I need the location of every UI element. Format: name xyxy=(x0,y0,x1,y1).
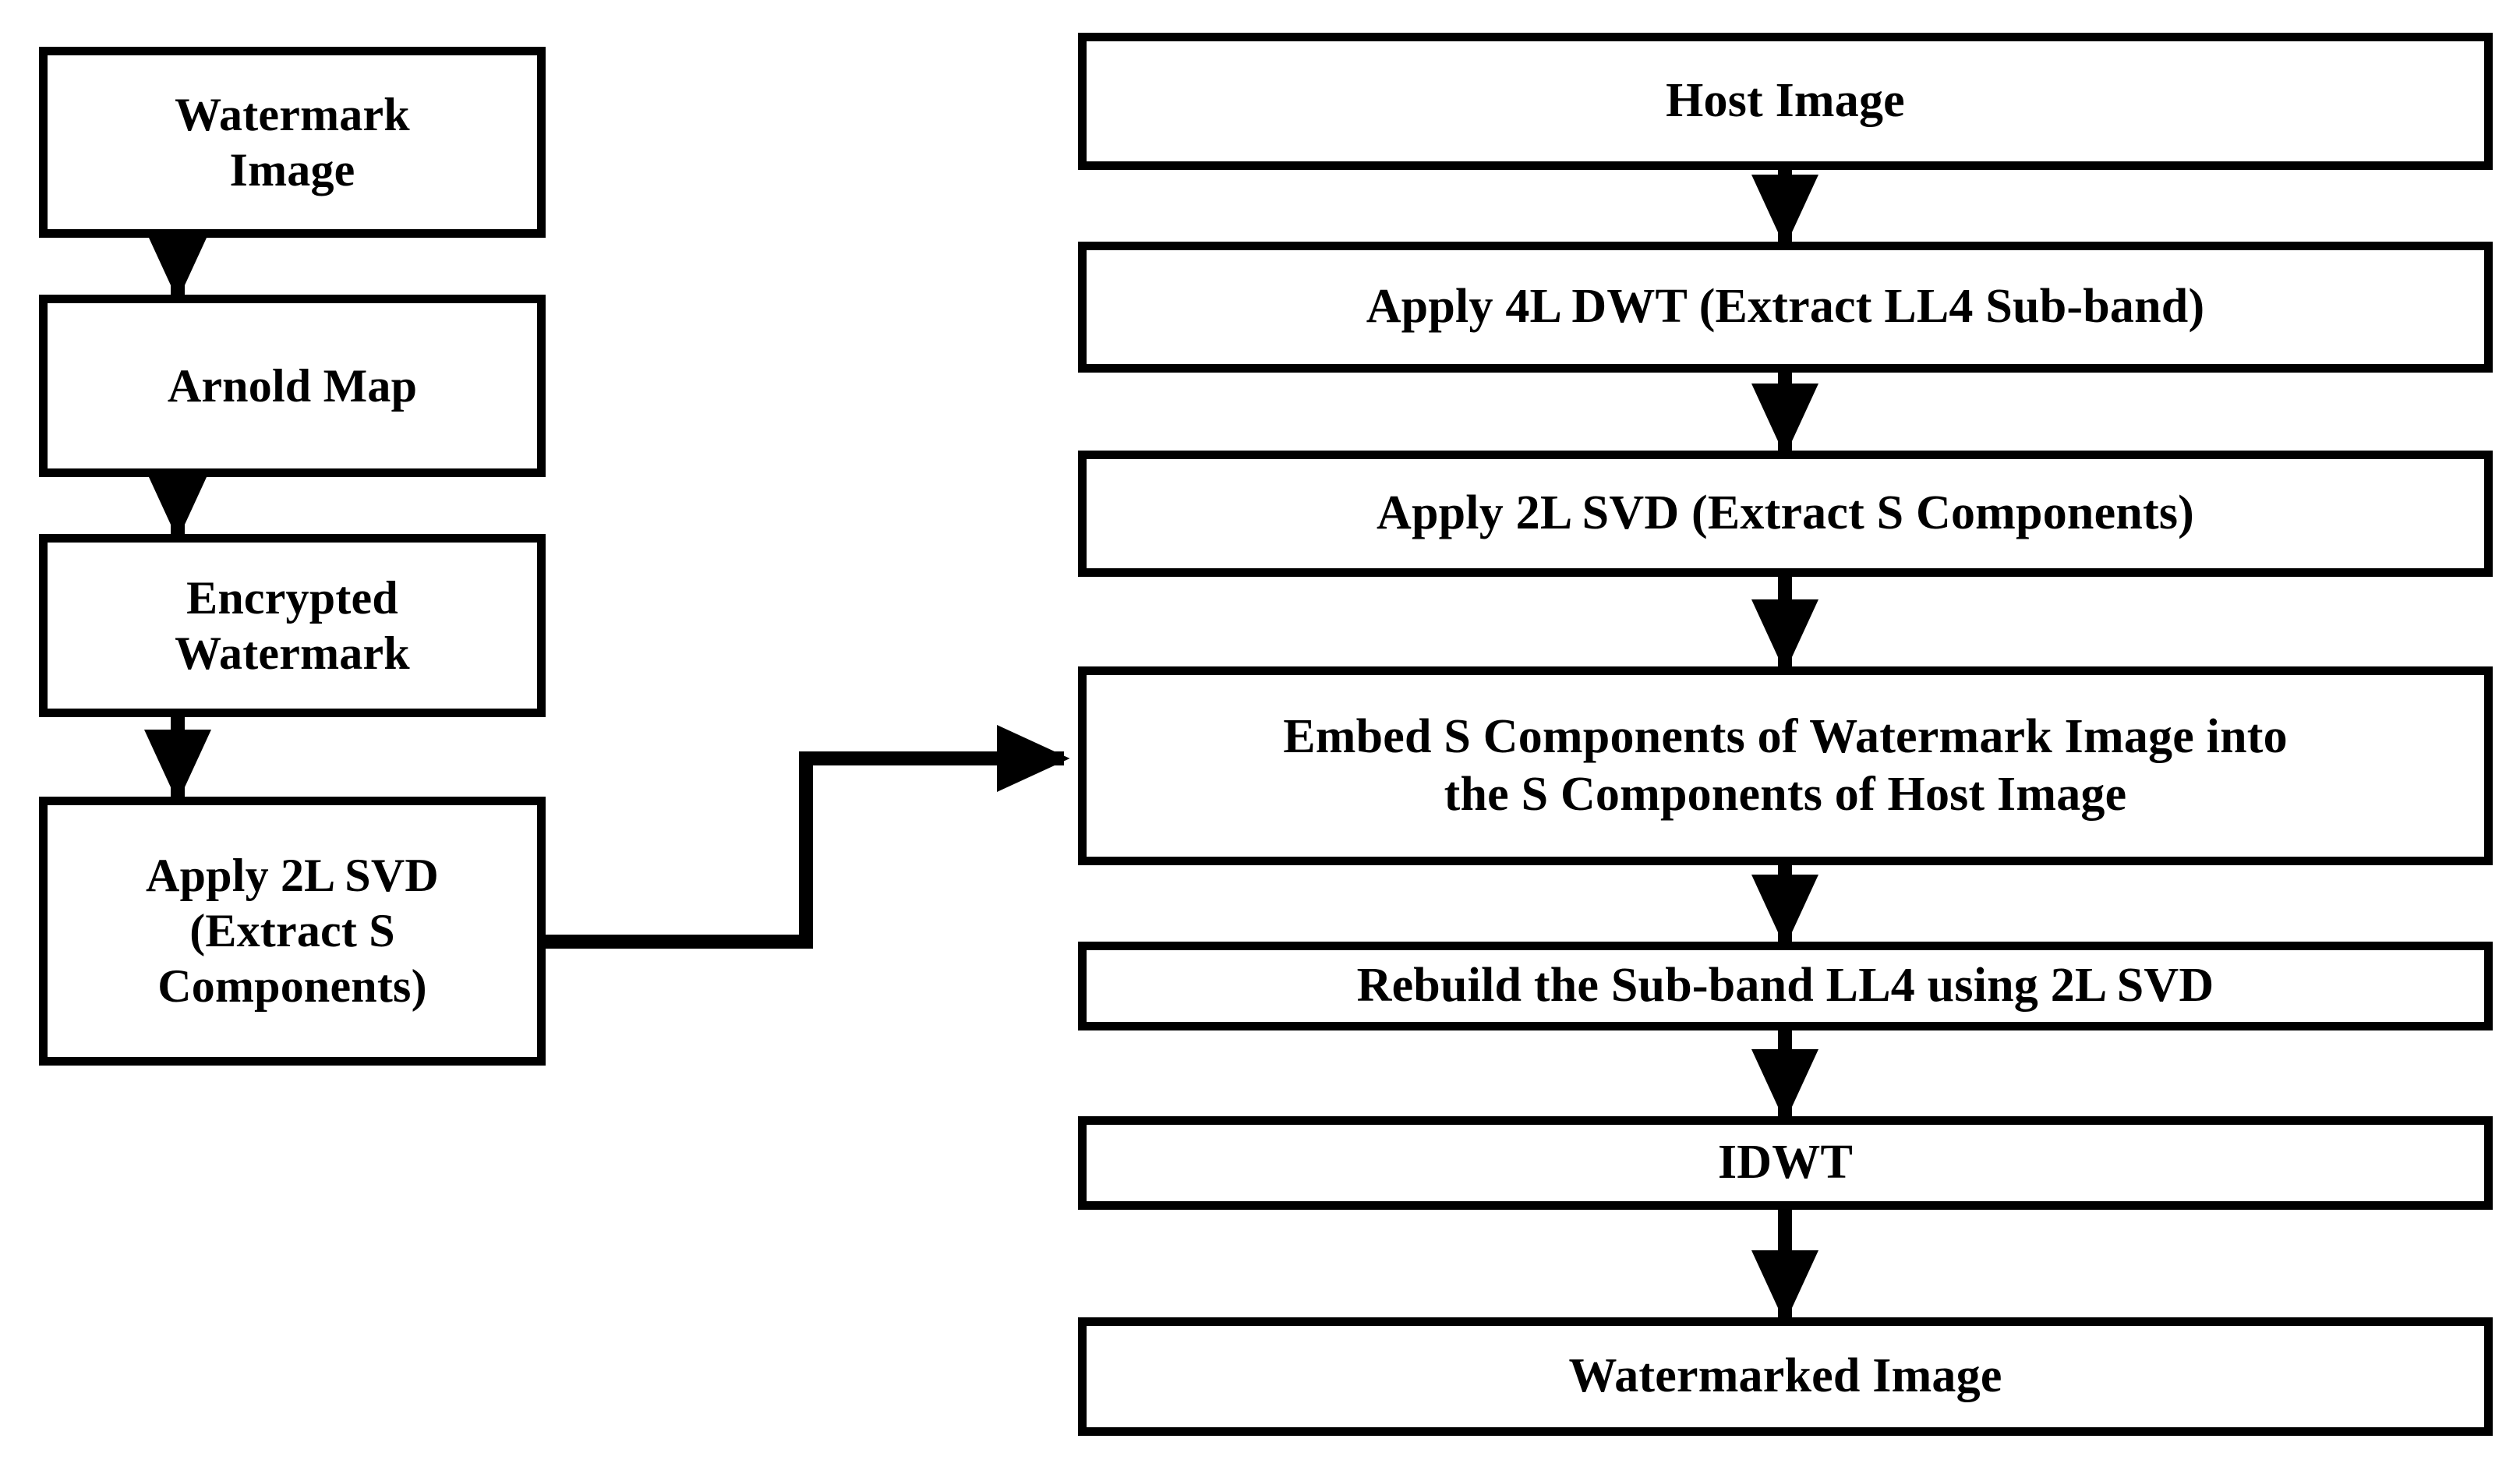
node-watermark-image[interactable]: Watermark Image xyxy=(39,47,546,238)
node-encrypted-watermark[interactable]: Encrypted Watermark xyxy=(39,534,546,717)
node-rebuild-ll4-label: Rebuild the Sub-band LL4 using 2L SVD xyxy=(1356,959,2214,1013)
node-watermarked-image[interactable]: Watermarked Image xyxy=(1078,1317,2493,1436)
arrow-watermark-svd-to-embed xyxy=(546,724,1070,949)
node-host-image[interactable]: Host Image xyxy=(1078,33,2493,170)
node-watermark-svd[interactable]: Apply 2L SVD (Extract S Components) xyxy=(39,797,546,1066)
node-watermark-svd-label: Apply 2L SVD (Extract S Components) xyxy=(146,850,439,1012)
node-host-svd-label: Apply 2L SVD (Extract S Components) xyxy=(1376,486,2195,540)
node-idwt-label: IDWT xyxy=(1717,1136,1854,1190)
node-embed-step[interactable]: Embed S Components of Watermark Image in… xyxy=(1078,666,2493,865)
node-host-dwt-label: Apply 4L DWT (Extract LL4 Sub-band) xyxy=(1366,280,2205,334)
node-host-svd[interactable]: Apply 2L SVD (Extract S Components) xyxy=(1078,451,2493,577)
node-idwt[interactable]: IDWT xyxy=(1078,1116,2493,1210)
node-rebuild-ll4[interactable]: Rebuild the Sub-band LL4 using 2L SVD xyxy=(1078,942,2493,1030)
node-embed-step-label: Embed S Components of Watermark Image in… xyxy=(1283,710,2288,821)
node-watermark-image-label: Watermark Image xyxy=(175,88,410,196)
node-host-image-label: Host Image xyxy=(1666,74,1905,128)
node-host-dwt[interactable]: Apply 4L DWT (Extract LL4 Sub-band) xyxy=(1078,242,2493,373)
node-arnold-map-label: Arnold Map xyxy=(167,359,418,412)
node-arnold-map[interactable]: Arnold Map xyxy=(39,295,546,477)
node-encrypted-watermark-label: Encrypted Watermark xyxy=(175,571,410,679)
node-watermarked-image-label: Watermarked Image xyxy=(1568,1349,2002,1403)
